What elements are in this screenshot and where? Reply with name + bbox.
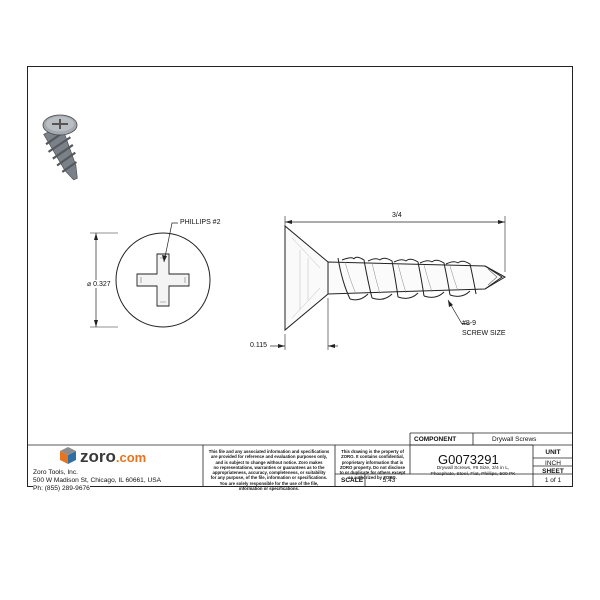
- company-logo: zoro.com: [80, 447, 146, 467]
- company-name: Zoro Tools, Inc.: [33, 469, 78, 476]
- component-value: Drywall Screws: [492, 436, 537, 443]
- head-height-label: 0.115: [250, 342, 267, 349]
- title-block: [28, 432, 572, 486]
- part-description: Drywall Screws, #6 Size, 3/4 in L, Phosp…: [430, 466, 516, 477]
- unit-value: INCH: [545, 460, 561, 467]
- company-address: 500 W Madison St, Chicago, IL 60661, USA: [33, 477, 162, 484]
- unit-label: UNIT: [545, 449, 561, 456]
- sheet-value: 1 of 1: [544, 477, 562, 484]
- part-number: G0073291: [438, 452, 499, 467]
- drawing-frame: [27, 66, 573, 487]
- disclaimer-text: This file and any associated information…: [208, 449, 330, 492]
- logo-suffix: .com: [115, 450, 147, 465]
- head-top-view: [90, 222, 211, 328]
- length-label: 3/4: [390, 212, 404, 219]
- thread-size-label: #8-9: [462, 320, 477, 327]
- sheet-label: SHEET: [542, 468, 564, 475]
- company-phone: Ph: (855) 289-9676: [33, 485, 90, 492]
- phillips-recess-outline: [136, 253, 190, 307]
- property-notice: This drawing is the property of ZORO. It…: [339, 449, 406, 481]
- head-callout-label: PHILLIPS #2: [180, 219, 221, 226]
- scale-value: 5.43: [382, 477, 396, 484]
- zoro-logo-icon: [60, 447, 76, 464]
- thumbnail-phillips-recess: [52, 119, 68, 129]
- screw-side-view: [270, 216, 507, 350]
- diameter-label: ⌀ 0.327: [86, 280, 112, 288]
- logo-word: zoro: [80, 447, 116, 466]
- scale-label: SCALE: [341, 477, 364, 484]
- thread-size-caption: SCREW SIZE: [462, 330, 506, 337]
- screw-thumbnail: [42, 114, 78, 181]
- component-label: COMPONENT: [414, 436, 457, 443]
